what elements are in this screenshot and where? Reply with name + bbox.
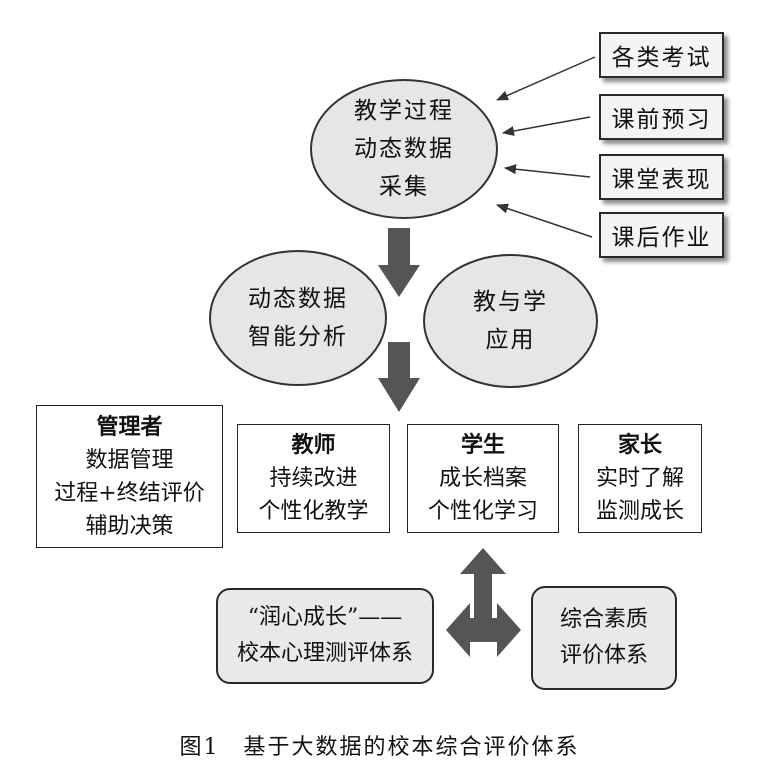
role-line: 个性化教学 — [258, 499, 369, 524]
system-box-psychology: “润心成长”—— 校本心理测评体系 — [216, 588, 434, 684]
role-box-teacher: 教师 持续改进 个性化教学 — [237, 424, 390, 533]
role-title: 管理者 — [96, 413, 163, 440]
role-line: 辅助决策 — [85, 513, 174, 539]
figure-caption: 图1 基于大数据的校本综合评价体系 — [179, 735, 580, 760]
system-line: 校本心理测评体系 — [236, 641, 413, 666]
source-box-preview: 课前预习 — [599, 94, 724, 140]
role-title: 教师 — [291, 432, 336, 458]
application-line: 教与学 — [473, 289, 548, 315]
analysis-ellipse: 动态数据 智能分析 — [209, 250, 387, 386]
source-label: 各类考试 — [611, 45, 712, 71]
down-arrow-analysis-to-roles — [378, 342, 420, 412]
double-arrow-horizontal — [446, 603, 521, 657]
role-box-parent: 家长 实时了解 监测成长 — [578, 424, 702, 533]
source-label: 课前预习 — [611, 107, 712, 133]
system-line: 评价体系 — [559, 643, 648, 668]
system-line: 综合素质 — [559, 607, 648, 632]
role-line: 个性化学习 — [427, 499, 538, 524]
source-label: 课后作业 — [611, 225, 712, 251]
role-title: 家长 — [617, 432, 662, 458]
role-title: 学生 — [460, 432, 505, 458]
arrow-class-to-collection — [504, 164, 591, 178]
analysis-line: 动态数据 — [248, 286, 348, 312]
system-box-comprehensive: 综合素质 评价体系 — [531, 586, 677, 690]
collection-ellipse: 教学过程 动态数据 采集 — [310, 79, 498, 219]
source-box-exams: 各类考试 — [599, 32, 724, 78]
collection-line: 采集 — [379, 174, 429, 200]
system-line: “润心成长”—— — [247, 605, 403, 630]
double-arrow-vertical — [460, 548, 506, 627]
role-line: 数据管理 — [85, 447, 174, 473]
source-box-classroom: 课堂表现 — [599, 154, 724, 200]
application-line: 应用 — [485, 327, 536, 353]
application-ellipse: 教与学 应用 — [423, 254, 598, 388]
arrow-preview-to-collection — [502, 116, 591, 136]
arrow-exam-to-collection — [496, 56, 596, 101]
role-box-student: 学生 成长档案 个性化学习 — [407, 424, 559, 533]
down-arrow-collection-to-analysis — [378, 228, 420, 297]
source-box-homework: 课后作业 — [599, 212, 724, 258]
arrow-homework-to-collection — [496, 203, 593, 238]
role-line: 过程+终结评价 — [54, 480, 205, 506]
role-line: 实时了解 — [595, 466, 684, 491]
source-label: 课堂表现 — [611, 167, 712, 193]
role-line: 成长档案 — [438, 466, 527, 491]
role-box-manager: 管理者 数据管理 过程+终结评价 辅助决策 — [36, 405, 223, 548]
analysis-line: 智能分析 — [248, 324, 348, 350]
role-line: 监测成长 — [595, 499, 684, 524]
collection-line: 教学过程 — [354, 98, 454, 124]
role-line: 持续改进 — [269, 466, 358, 491]
collection-line: 动态数据 — [354, 136, 454, 162]
